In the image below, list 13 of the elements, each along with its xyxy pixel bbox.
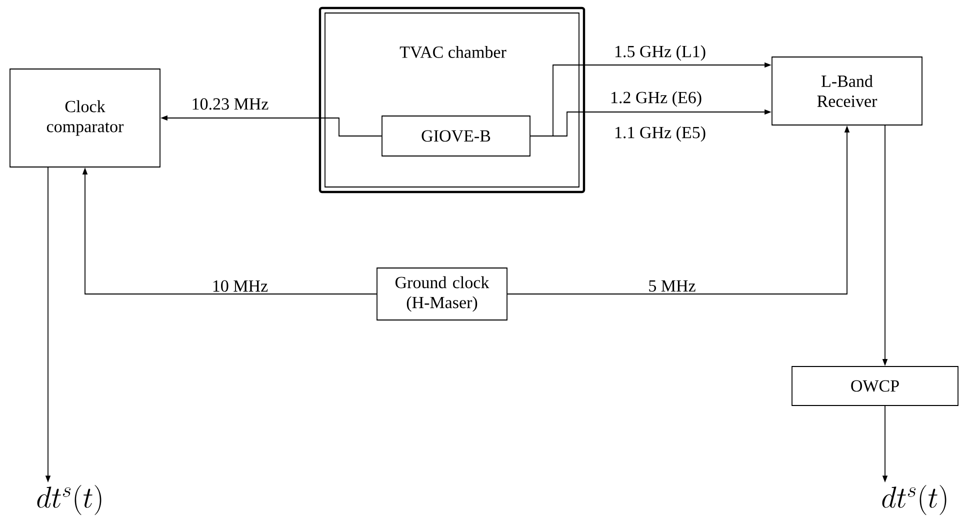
box: Ground clock (H-Maser)	[376, 268, 508, 320]
edge-label: 10 MHz	[210, 279, 270, 293]
box: Clock comparator	[10, 68, 160, 168]
edge-label: 10.23 MHz	[190, 97, 270, 111]
edge-label: 1.2 GHz (E6)	[608, 90, 704, 108]
box: GIOVE-B	[382, 116, 530, 156]
box: OWCP	[792, 366, 958, 406]
edge-label: 1.5 GHz (L1)	[612, 44, 708, 62]
formula: $dt^{s}(t)$	[37, 485, 102, 515]
formula: $dt^{s}(t)$	[882, 485, 946, 515]
signal-label: 1.1 GHz (E5)	[612, 125, 708, 143]
edge-label: 5 MHz	[647, 279, 697, 293]
box: L-Band Receiver	[772, 56, 922, 126]
